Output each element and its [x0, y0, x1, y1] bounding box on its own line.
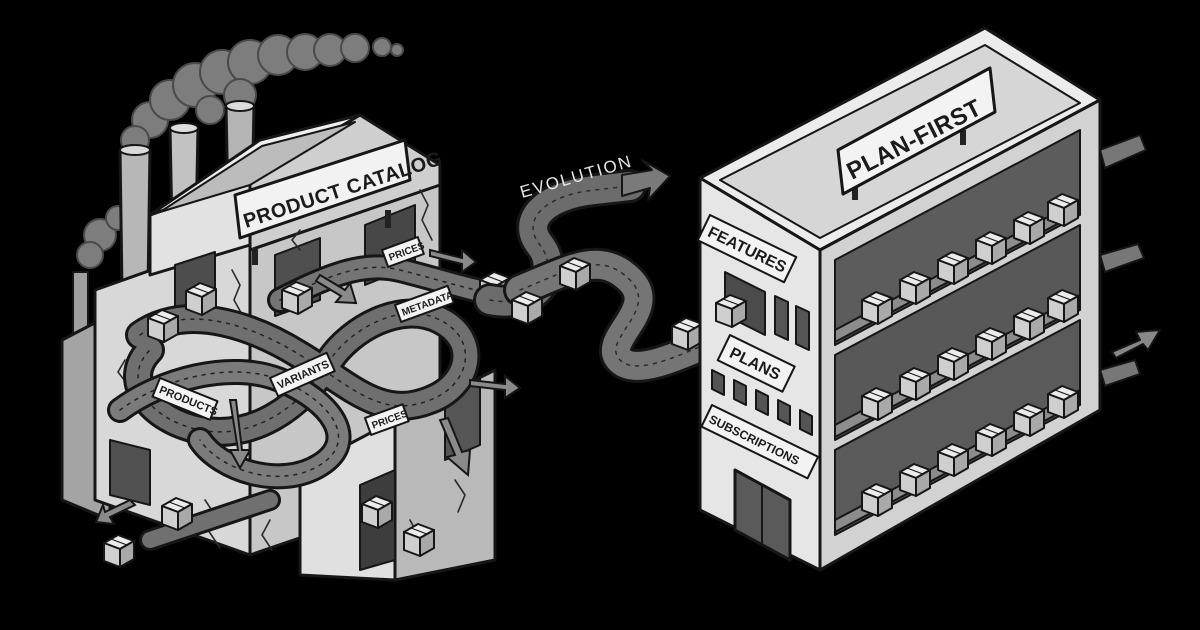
- box: [937, 347, 969, 381]
- box: [1013, 211, 1045, 245]
- box: [1013, 307, 1045, 341]
- box: [1047, 193, 1079, 227]
- exit-conveyors: [1099, 134, 1161, 387]
- box: [937, 251, 969, 285]
- box: [403, 523, 435, 557]
- box: [559, 257, 591, 291]
- factory: PRODUCT CATALOG: [60, 33, 522, 582]
- box: [899, 367, 931, 401]
- box: [103, 534, 135, 568]
- box: [671, 317, 703, 351]
- box: [861, 387, 893, 421]
- box: [975, 423, 1007, 457]
- box: [1047, 385, 1079, 419]
- box: [1047, 289, 1079, 323]
- box: [147, 309, 179, 343]
- box: [185, 282, 217, 316]
- tangled-conveyors: [107, 254, 513, 551]
- box: [511, 291, 543, 325]
- box: [281, 281, 313, 315]
- evolution-arrow: [621, 159, 671, 201]
- box: [161, 497, 193, 531]
- box: [899, 271, 931, 305]
- box: [715, 294, 747, 328]
- box: [861, 483, 893, 517]
- warehouse-windows: [711, 271, 813, 562]
- warehouse: PLAN-FIRST FEATURES PLANS SUBSCRIPTIONS: [696, 26, 1161, 572]
- box: [937, 443, 969, 477]
- box: [1013, 403, 1045, 437]
- box: [361, 495, 393, 529]
- box: [861, 291, 893, 325]
- box: [975, 327, 1007, 361]
- box: [899, 463, 931, 497]
- box: [975, 231, 1007, 265]
- chaotic-arrows: [94, 247, 522, 526]
